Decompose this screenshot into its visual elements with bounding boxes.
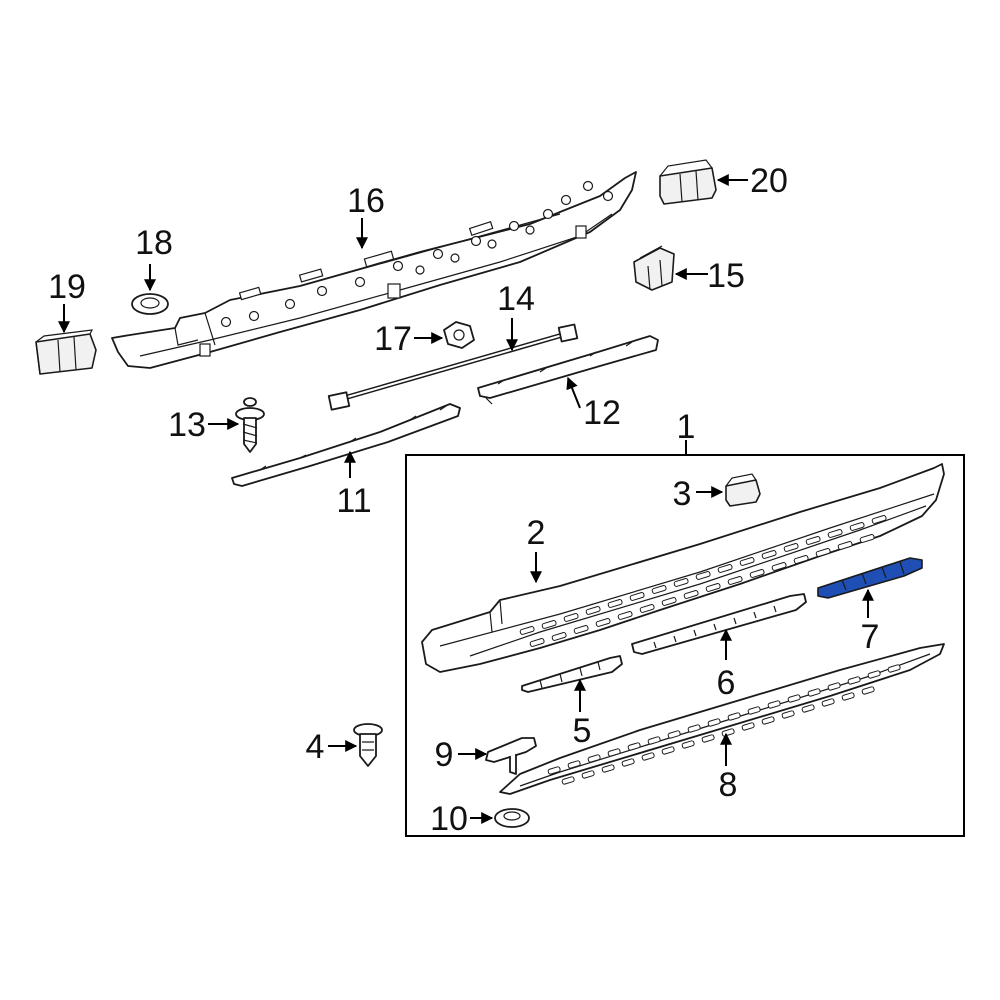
part-9-clip[interactable] [485, 737, 537, 775]
callout-18: 18 [135, 224, 173, 262]
callout-12: 12 [583, 394, 621, 432]
callout-20: 20 [750, 162, 788, 200]
part-15-clip[interactable] [633, 245, 675, 291]
callout-14: 14 [497, 280, 535, 318]
part-10-grommet[interactable] [494, 808, 530, 828]
running-board-tread-slots [519, 515, 887, 647]
part-12-bracket[interactable] [477, 335, 659, 405]
callout-12-leader [566, 376, 581, 409]
part-5-trim-strip[interactable] [521, 655, 623, 693]
part-8-step-pad[interactable] [499, 643, 945, 795]
callout-3: 3 [673, 475, 692, 513]
callout-6: 6 [717, 664, 736, 702]
callout-13: 13 [168, 406, 206, 444]
part-19-clip[interactable] [35, 329, 97, 375]
part-7-trim-strip[interactable] [817, 557, 923, 599]
callout-11: 11 [336, 482, 371, 520]
callout-1: 1 [677, 408, 696, 446]
callout-15: 15 [707, 257, 745, 295]
step-pad-slots [547, 664, 901, 785]
part-6-trim-strip[interactable] [631, 593, 807, 655]
callout-16: 16 [347, 182, 385, 220]
part-14-harness[interactable] [327, 323, 579, 411]
part-3-clip[interactable] [725, 473, 761, 507]
callout-8: 8 [719, 766, 738, 804]
part-18-grommet[interactable] [131, 293, 169, 315]
part-13-screw[interactable] [235, 397, 265, 453]
callout-9: 9 [435, 736, 454, 774]
callout-4: 4 [306, 728, 325, 766]
callout-7: 7 [861, 618, 880, 656]
part-4-push-clip[interactable] [353, 723, 383, 767]
callout-2: 2 [527, 514, 546, 552]
callout-19: 19 [48, 268, 86, 306]
part-20-clip[interactable] [659, 159, 717, 205]
callout-17: 17 [374, 320, 412, 358]
part-11-bracket[interactable] [231, 403, 461, 487]
part-17-nut[interactable] [443, 321, 475, 349]
part-2-running-board[interactable] [421, 463, 945, 673]
part-16-rocker-carrier[interactable] [111, 171, 637, 369]
callout-5: 5 [573, 712, 592, 750]
callout-10: 10 [430, 800, 468, 838]
